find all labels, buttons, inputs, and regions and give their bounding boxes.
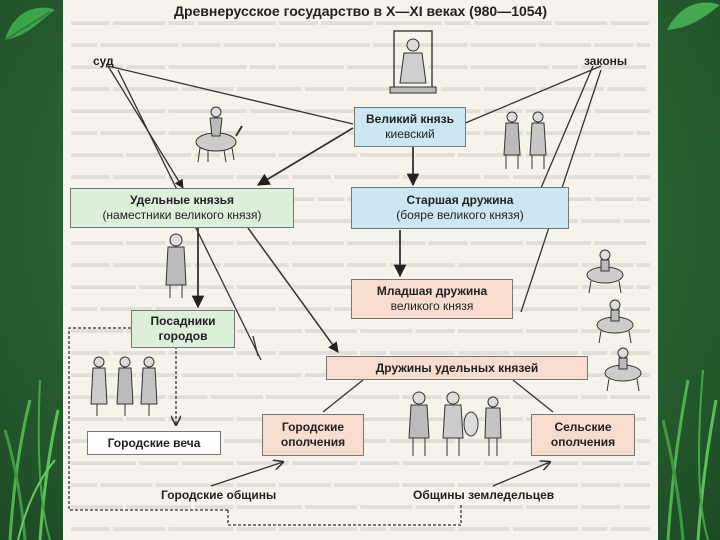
dashed-frame-bottom xyxy=(227,505,462,526)
line-governors-to-retinues xyxy=(252,335,259,357)
junior-retinue-box: Младшая дружина великого князя xyxy=(351,279,513,319)
arrow-appanage-to-retinues xyxy=(247,227,339,353)
city-communities-label: Городские общины xyxy=(161,488,277,502)
grass-decoration-bottom-right xyxy=(661,369,718,540)
city-governors-subtitle: городов xyxy=(158,329,208,343)
arrow-grand-to-appanage xyxy=(256,127,354,186)
governor-figure xyxy=(165,233,187,298)
city-militia-title: Городские xyxy=(281,420,345,434)
horseman-figure-left xyxy=(195,106,243,163)
diagram-title: Древнерусское государство в X—XI веках (… xyxy=(173,3,547,19)
laws-label: законы xyxy=(584,54,628,68)
appanage-retinues-box: Дружины удельных князей xyxy=(326,356,588,380)
city-governors-title: Посадники xyxy=(150,314,216,328)
senior-retinue-box: Старшая дружина (бояре великого князя) xyxy=(351,187,569,229)
leaf-decoration-top-left xyxy=(4,7,55,41)
appanage-princes-title: Удельные князья xyxy=(129,193,235,207)
line-laws-to-senior xyxy=(540,65,594,189)
line-laws-to-grand-prince xyxy=(462,65,602,125)
city-militia-box: Городские ополчения xyxy=(262,414,364,456)
line-retinues-to-rural-militia xyxy=(512,379,554,413)
townspeople-figure xyxy=(90,356,158,416)
junior-retinue-title: Младшая дружина xyxy=(376,284,488,298)
dashed-frame-left xyxy=(68,327,228,511)
grass-decoration-bottom-left xyxy=(3,379,60,540)
warriors-figure-right xyxy=(503,111,547,169)
court-label: суд xyxy=(93,54,114,68)
cavalry-figures-right xyxy=(586,249,642,392)
grand-prince-throne-figure xyxy=(389,30,437,94)
appanage-princes-box: Удельные князья (наместники великого кня… xyxy=(70,188,294,228)
senior-retinue-subtitle: (бояре великого князя) xyxy=(396,208,524,222)
grand-prince-box: Великий князь киевский xyxy=(354,107,466,147)
connector-lines xyxy=(68,65,602,526)
city-militia-subtitle: ополчения xyxy=(280,435,346,449)
rural-militia-subtitle: ополчения xyxy=(550,435,616,449)
line-retinues-to-city-militia xyxy=(322,379,364,413)
grand-prince-title: Великий князь xyxy=(365,112,455,126)
city-veche-box: Городские веча xyxy=(87,431,221,455)
city-governors-box: Посадники городов xyxy=(131,310,235,348)
farmer-communities-label: Общины земледельцев xyxy=(413,488,555,502)
arrow-city-communities-to-militia xyxy=(210,462,283,487)
arrow-farmers-to-rural-militia xyxy=(492,462,550,487)
appanage-princes-subtitle: (наместники великого князя) xyxy=(102,208,262,222)
grand-prince-subtitle: киевский xyxy=(385,127,435,141)
militia-warriors-figure xyxy=(408,391,502,456)
diagram-sheet: ▬▬▬ ▬▬▬▬ ▬▬ ▬▬▬▬▬▬ ▬▬▬ ▬▬▬▬ ▬▬▬▬▬ ▬▬ ▬▬▬… xyxy=(63,0,658,540)
rural-militia-title: Сельские xyxy=(554,420,612,434)
senior-retinue-title: Старшая дружина xyxy=(406,193,514,207)
city-veche-title: Городские веча xyxy=(107,435,201,450)
rural-militia-box: Сельские ополчения xyxy=(531,414,635,456)
line-court-to-grand-prince xyxy=(107,65,354,125)
appanage-retinues-title: Дружины удельных князей xyxy=(375,360,539,375)
junior-retinue-subtitle: великого князя xyxy=(390,299,474,313)
leaf-decoration-top-right xyxy=(667,2,720,30)
